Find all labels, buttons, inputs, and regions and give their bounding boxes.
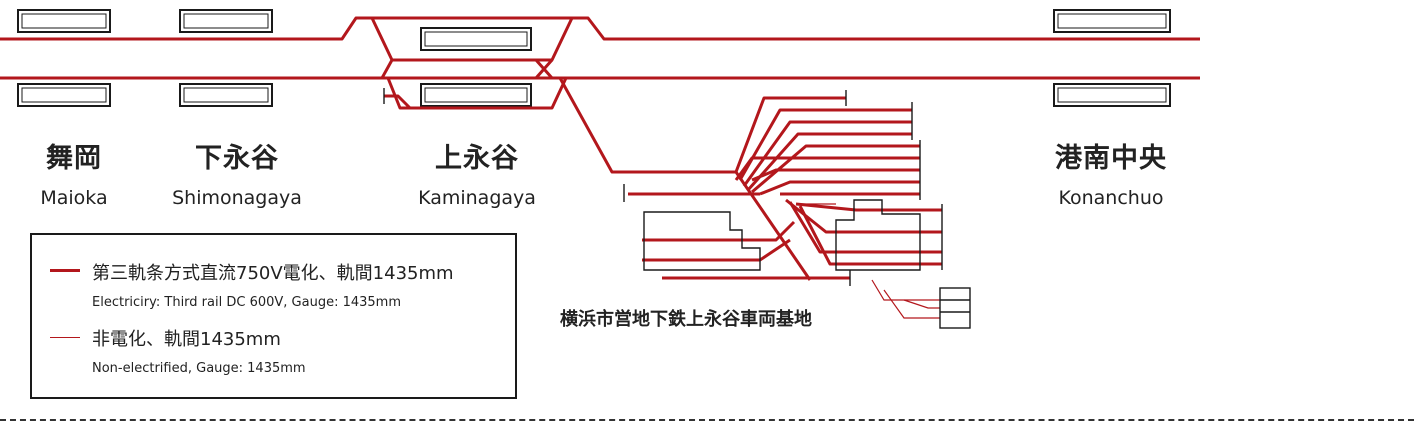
station-name-ja: 下永谷 [195,143,279,174]
station-name-en: Maioka [40,187,108,209]
legend: 第三軌条方式直流750V電化、軌間1435mm Electriciry: Thi… [30,233,517,399]
legend-non-electrified-ja: 非電化、軌間1435mm [92,329,281,350]
non-electrified-swatch [50,337,80,338]
legend-non-electrified-en: Non-electrified, Gauge: 1435mm [92,361,306,376]
station-maioka: 舞岡 Maioka [0,144,174,210]
main-line-tracks [0,16,1200,110]
electrified-swatch [50,269,80,272]
station-name-en: Konanchuo [1058,187,1164,209]
boundary-dashed-line [0,419,1414,421]
depot-tracks [558,77,942,319]
buffer-stops [845,90,943,286]
station-name-ja: 港南中央 [1055,143,1167,174]
station-shimonagaya: 下永谷 Shimonagaya [137,144,337,210]
station-konanchuo: 港南中央 Konanchuo [1011,144,1211,210]
station-kaminagaya: 上永谷 Kaminagaya [377,144,577,210]
legend-electrified-en: Electriciry: Third rail DC 600V, Gauge: … [92,295,401,310]
depot-label: 横浜市営地下鉄上永谷車両基地 [560,309,812,330]
station-name-en: Shimonagaya [172,187,302,209]
station-name-ja: 上永谷 [435,143,519,174]
platforms [17,9,1171,107]
station-name-en: Kaminagaya [418,187,536,209]
legend-electrified-ja: 第三軌条方式直流750V電化、軌間1435mm [92,263,454,284]
station-name-ja: 舞岡 [46,143,102,174]
depot-buildings [643,199,971,329]
